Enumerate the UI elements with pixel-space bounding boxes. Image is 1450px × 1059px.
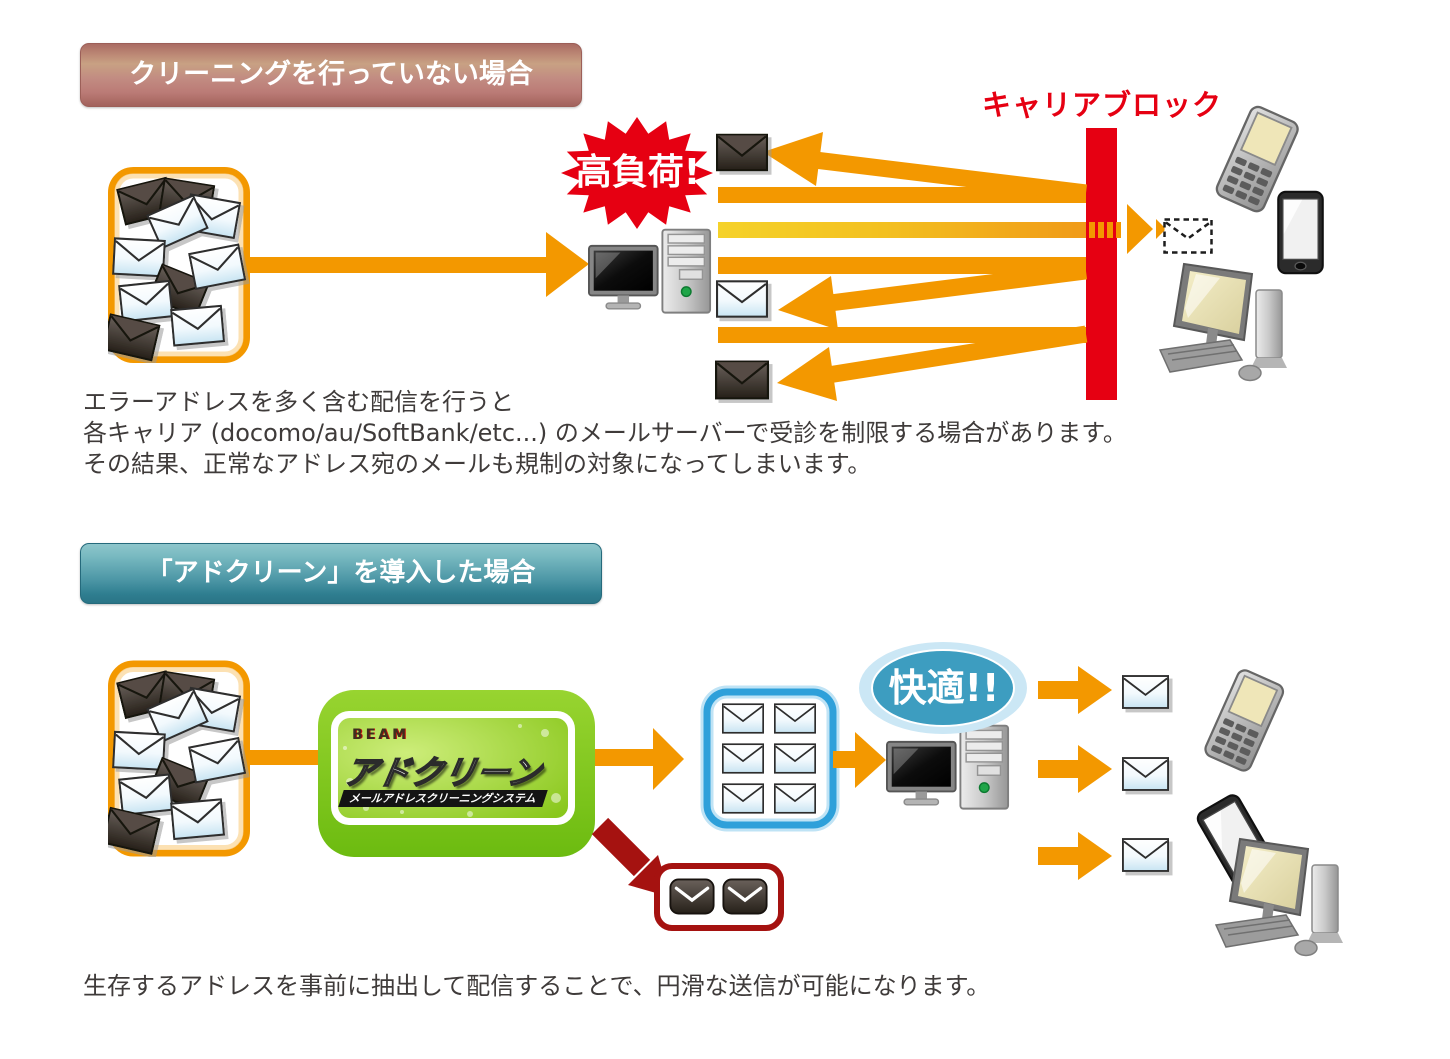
clean-list-box — [700, 685, 840, 832]
feature-phone-icon — [1201, 666, 1287, 775]
delivered-envelope-icon — [1122, 757, 1169, 791]
delivered-envelope-icon — [1122, 675, 1169, 709]
adclean-flow-diagram — [103, 642, 1345, 957]
bounced-error-envelope-icon — [716, 133, 768, 172]
chevron-small-icon — [1156, 219, 1166, 239]
connector-line — [250, 750, 320, 765]
bounce-arrows — [763, 132, 1088, 401]
delivered-envelope-icon — [1122, 838, 1169, 872]
smartphone-icon — [1277, 190, 1324, 275]
receiving-devices-bottom — [1193, 666, 1345, 957]
to-server-arrow — [833, 732, 886, 788]
banner-adclean-case: 「アドクリーン」を導入した場合 — [80, 543, 602, 604]
rejected-mail-box — [654, 863, 784, 931]
comfort-label: 快適!! — [888, 666, 1000, 710]
outgoing-mail-bars — [718, 187, 1087, 343]
send-arrow — [250, 232, 589, 297]
to-clean-list-arrow — [595, 728, 684, 790]
bounced-valid-envelope-icon — [716, 280, 768, 318]
high-load-burst — [561, 117, 713, 229]
delivery-arrows — [1038, 666, 1112, 880]
description-line: その結果、正常なアドレス宛のメールも規制の対象になってしまいます。 — [83, 450, 872, 478]
sparkles — [343, 724, 561, 817]
comfort-bubble — [859, 642, 1027, 734]
carrier-block-label: キャリアブロック — [981, 88, 1222, 122]
mail-server-icon — [588, 228, 712, 314]
desktop-pc-icon — [1159, 263, 1288, 382]
pass-through-mail — [1089, 204, 1166, 254]
delivered-mail-dashed-envelope-icon — [1163, 218, 1213, 254]
product-tagline-label: メールアドレスクリーニングシステム — [338, 790, 548, 807]
uncleaned-description: エラーアドレスを多く含む配信を行うと 各キャリア (docomo/au/Soft… — [83, 387, 1127, 480]
product-brand-label: BEAM — [352, 727, 410, 743]
high-load-label: 高負荷! — [575, 152, 701, 193]
product-name-label: アドクリーン — [340, 752, 545, 793]
banner-uncleaned-case: クリーニングを行っていない場合 — [80, 43, 582, 107]
carrier-block-bar — [1086, 128, 1117, 400]
error-mail-cluster — [103, 664, 247, 854]
mail-server-icon — [886, 724, 1010, 810]
chevron-large-icon — [1127, 204, 1153, 254]
description-line: 各キャリア (docomo/au/SoftBank/etc...) のメールサー… — [83, 419, 1127, 447]
error-mail-cluster — [103, 171, 247, 361]
uncleaned-flow-diagram — [103, 103, 1324, 401]
description-line: エラーアドレスを多く含む配信を行うと — [83, 388, 515, 416]
pass-through-bar — [718, 222, 1087, 238]
adclean-description: 生存するアドレスを事前に抽出して配信することで、円滑な送信が可能になります。 — [83, 972, 991, 1000]
